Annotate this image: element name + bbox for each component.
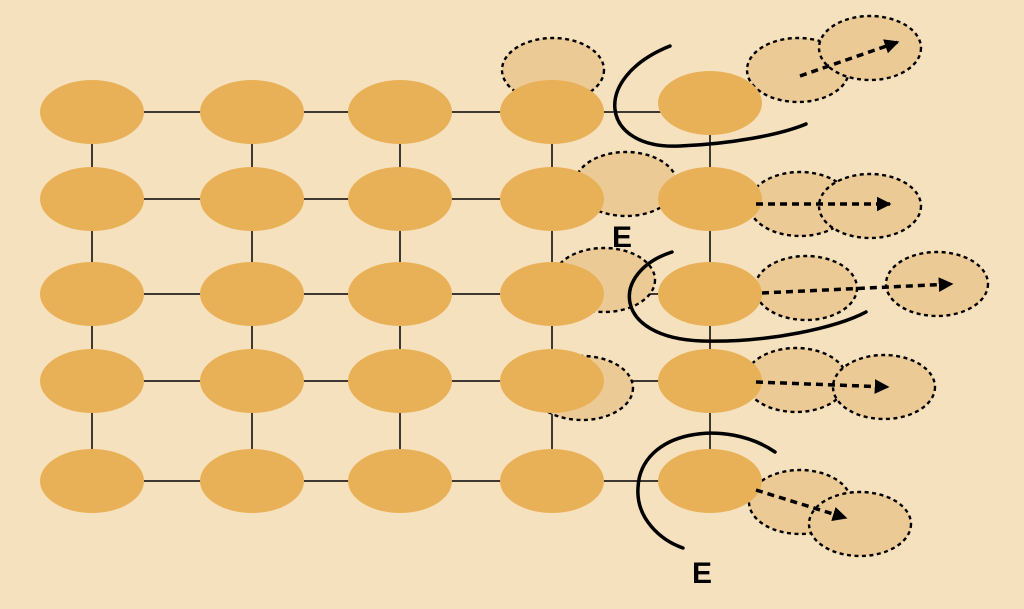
ghost-atom bbox=[807, 490, 913, 558]
field-arc bbox=[636, 431, 777, 550]
lattice-atom bbox=[200, 262, 304, 326]
motion-arrow bbox=[761, 277, 954, 295]
ghost-atom bbox=[831, 353, 937, 421]
lattice-atom bbox=[40, 167, 144, 231]
lattice-atom bbox=[348, 262, 452, 326]
lattice-atoms bbox=[40, 71, 762, 513]
lattice-atom bbox=[40, 349, 144, 413]
lattice-atom bbox=[500, 262, 604, 326]
lattice-atom bbox=[658, 449, 762, 513]
field-arc bbox=[627, 250, 868, 343]
lattice-atom bbox=[348, 167, 452, 231]
motion-arrows bbox=[755, 39, 954, 522]
lattice-atom bbox=[500, 449, 604, 513]
lattice-atom bbox=[40, 262, 144, 326]
motion-arrow bbox=[799, 39, 900, 78]
lattice-atom bbox=[348, 349, 452, 413]
lattice-atom bbox=[500, 349, 604, 413]
ghost-atom bbox=[753, 254, 859, 322]
lattice-atom bbox=[200, 349, 304, 413]
lattice-atom bbox=[200, 449, 304, 513]
lattice-atom bbox=[658, 262, 762, 326]
lattice-atom bbox=[348, 449, 452, 513]
lattice-atom bbox=[658, 167, 762, 231]
field-label-upper: E bbox=[612, 221, 632, 254]
field-label-lower: E bbox=[692, 557, 712, 590]
field-arcs bbox=[613, 44, 868, 550]
ghost-atom bbox=[884, 250, 990, 318]
motion-arrow bbox=[755, 488, 848, 522]
lattice-atom bbox=[500, 80, 604, 144]
lattice-atom bbox=[500, 167, 604, 231]
field-arc bbox=[613, 44, 808, 148]
lattice-atom bbox=[658, 349, 762, 413]
lattice-atom bbox=[200, 167, 304, 231]
lattice-atom bbox=[658, 71, 762, 135]
motion-arrow bbox=[755, 379, 890, 394]
lattice-atom bbox=[348, 80, 452, 144]
lattice-atom bbox=[40, 449, 144, 513]
lattice-atom bbox=[200, 80, 304, 144]
ghost-atom bbox=[817, 14, 923, 82]
lattice-atom bbox=[40, 80, 144, 144]
ghost-atom bbox=[817, 172, 923, 240]
